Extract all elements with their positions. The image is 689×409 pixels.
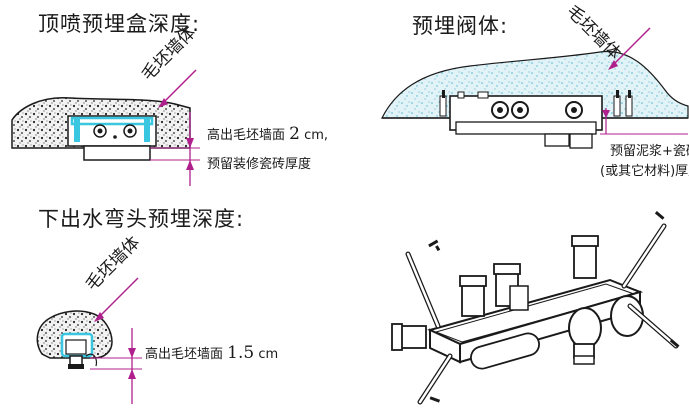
ceiling-box [67,115,157,161]
top-left-dim-line2: 预留装修瓷砖厚度 [207,157,312,172]
bottom-left-title: 下出水弯头预埋深度: [38,207,245,231]
elbow-fitting [60,332,98,369]
bottom-left-dim: 高出毛坯墙面 1.5 cm [145,343,278,363]
top-right-note-line2: (或其它材料)厚度 [600,164,689,179]
top-left-dimension [150,112,200,186]
bottom-left-arrow [94,277,139,322]
bottom-left-dim-text: 高出毛坯墙面 [145,347,224,362]
top-right-title: 预埋阀体: [412,14,509,38]
isometric-valve [391,211,680,405]
top-left-title: 顶喷预埋盒深度: [38,12,201,36]
top-left-dim-unit: cm, [304,128,329,143]
top-left-dim-line1: 高出毛坯墙面 2 cm, [207,124,328,144]
top-left-dim-text: 高出毛坯墙面 [207,128,286,143]
wall-anchors [439,90,633,117]
bottom-left-dim-value: 1.5 [227,343,255,363]
valve-body [449,91,603,149]
bottom-left-dim-unit: cm [258,347,279,362]
top-left-arrow [158,69,197,108]
top-right-dimension [600,108,688,135]
top-right-arrow [608,27,651,70]
top-left-dim-value: 2 [289,124,300,144]
top-right-note-line1: 预留泥浆+瓷砖 [610,144,689,159]
bottom-left-dimension [90,328,142,404]
